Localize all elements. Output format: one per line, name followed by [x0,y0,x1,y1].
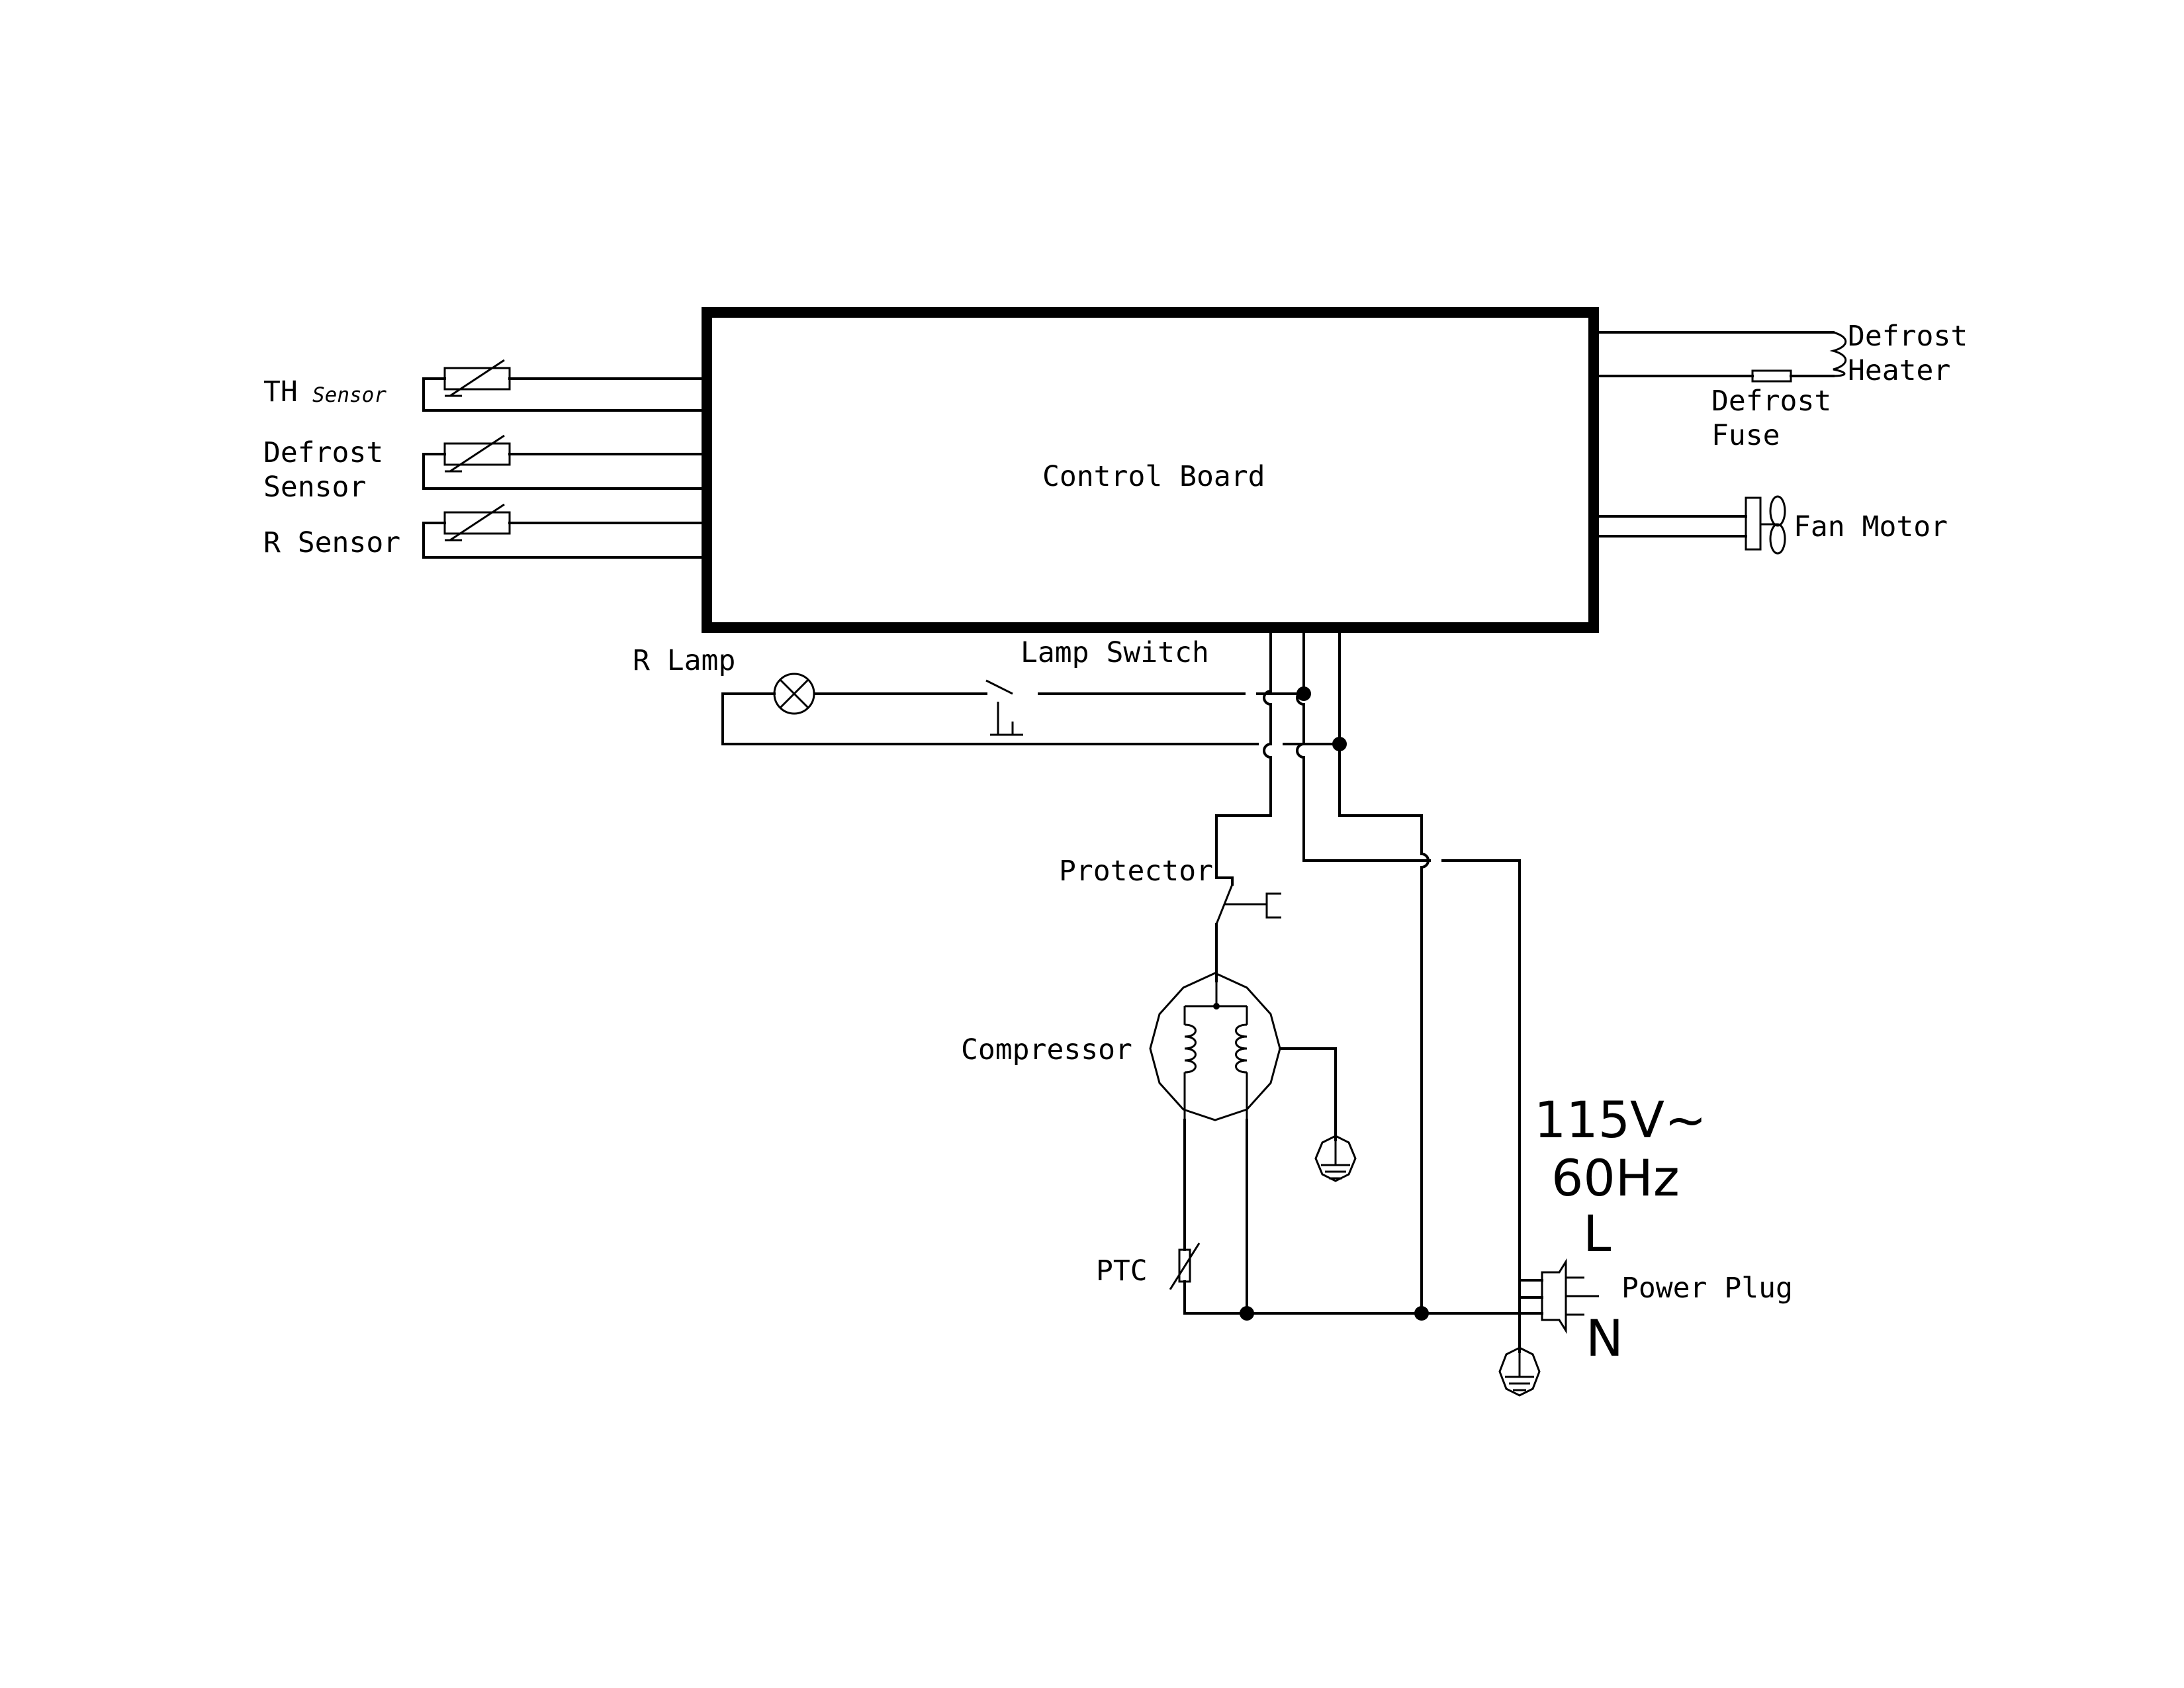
r-sensor-label: R Sensor [263,526,400,559]
defrost-sensor [422,434,708,490]
compressor [1149,972,1337,1141]
r-sensor [422,503,708,559]
control-board-box [702,307,1599,633]
power-plug [1518,1258,1599,1353]
compressor-ground [1314,1135,1357,1182]
fan-motor [1598,495,1786,555]
defrost-heater [1598,331,1847,377]
frequency-label: 60Hz [1551,1149,1680,1207]
defrost-fuse-label-line1: Defrost [1711,385,1831,418]
plug-ground [1498,1346,1541,1397]
lamp-circuit [721,673,1341,745]
th-sensor [422,359,708,412]
neutral-label: N [1586,1309,1623,1368]
defrost-heater-label-line1: Defrost [1848,320,1968,353]
board-output-wires [1215,632,1521,1315]
defrost-sensor-label-line1: Defrost [263,436,383,469]
lamp-switch-label: Lamp Switch [1021,636,1209,669]
defrost-heater-label-line2: Heater [1848,354,1950,387]
compressor-label: Compressor [961,1033,1132,1066]
lamp-switch [985,679,1023,736]
control-board-label: Control Board [1042,460,1265,493]
defrost-sensor-label-line2: Sensor [263,471,366,504]
r-lamp-label: R Lamp [633,644,735,677]
protector-label: Protector [1059,855,1213,888]
th-sensor-label-suffix: Sensor [312,383,387,407]
ptc [1169,1119,1543,1321]
ptc-label: PTC [1096,1254,1148,1288]
line-label: L [1583,1204,1611,1263]
defrost-fuse [1751,369,1792,383]
defrost-fuse-label-line2: Fuse [1711,419,1780,452]
protector [1215,876,1281,982]
fan-motor-label: Fan Motor [1794,510,1948,543]
voltage-label: 115V~ [1534,1090,1707,1149]
th-sensor-label: TH [263,375,298,408]
power-plug-label: Power Plug [1621,1272,1793,1305]
